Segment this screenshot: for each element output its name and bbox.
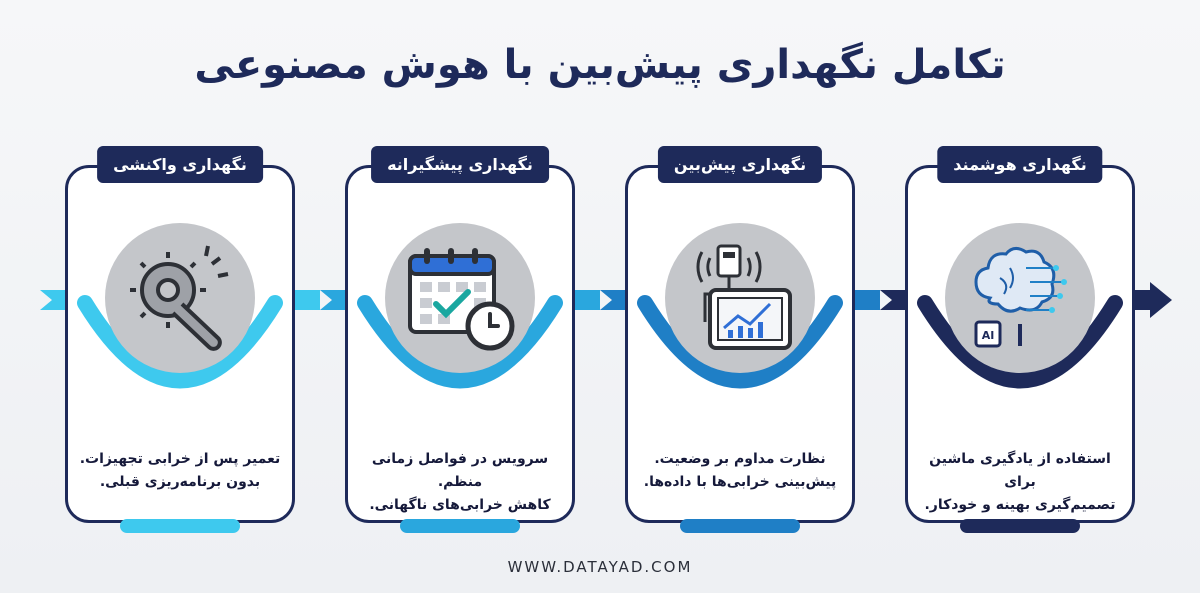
stage-bar <box>120 519 240 533</box>
description-line: سرویس در فواصل زمانی منظم. <box>371 451 549 490</box>
stage-bar <box>960 519 1080 533</box>
flow-arrow-head <box>1150 282 1172 318</box>
stage-title: نگهداری هوشمند <box>937 146 1103 183</box>
description-line: تعمیر پس از خرابی تجهیزات. <box>79 451 281 467</box>
ai-brain-icon: AI <box>974 247 1067 348</box>
stage-title: نگهداری پیشگیرانه <box>371 146 549 183</box>
icon-circle: AI <box>945 223 1095 373</box>
description-line: استفاده از یادگیری ماشین برای <box>929 451 1111 490</box>
footer-url[interactable]: WWW.DATAYAD.COM <box>507 558 693 576</box>
stage-card-reactive: نگهداری واکنشی تعمیر پس از خرابی تجهیزات… <box>65 146 295 533</box>
description-line: بدون برنامه‌ریزی قبلی. <box>99 474 261 490</box>
swoosh <box>77 295 283 389</box>
swoosh <box>917 295 1123 389</box>
stage-card-preventive: نگهداری پیشگیرانه سرویس در فواصل زمانی م… <box>345 146 575 533</box>
stage-description: سرویس در فواصل زمانی منظم. کاهش خرابی‌ها… <box>358 448 562 517</box>
stage-card-intelligent: نگهداری هوشمند AI استفاده از یادگیری ماش… <box>905 146 1135 533</box>
stage-title: نگهداری واکنشی <box>97 146 263 183</box>
stage-description: استفاده از یادگیری ماشین برای تصمیم‌گیری… <box>918 448 1122 517</box>
gear-wrench-icon <box>130 245 229 351</box>
swoosh <box>357 295 563 389</box>
icon-circle <box>385 223 535 373</box>
sensor-chart-icon <box>696 244 792 350</box>
stage-bar <box>680 519 800 533</box>
description-line: تصمیم‌گیری بهینه و خودکار. <box>924 497 1116 513</box>
stage-description: نظارت مداوم بر وضعیت. پیش‌بینی خرابی‌ها … <box>638 448 842 494</box>
icon-circle <box>105 223 255 373</box>
stage-bar <box>400 519 520 533</box>
description-line: نظارت مداوم بر وضعیت. <box>654 451 826 467</box>
swoosh <box>637 295 843 389</box>
page-title: تکامل نگهداری پیش‌بین با هوش مصنوعی <box>194 42 1006 88</box>
icon-circle <box>665 223 815 373</box>
stage-description: تعمیر پس از خرابی تجهیزات. بدون برنامه‌ر… <box>78 448 282 494</box>
stage-title: نگهداری پیش‌بین <box>657 146 823 183</box>
ai-chip-label: AI <box>982 329 995 342</box>
description-line: پیش‌بینی خرابی‌ها با داده‌ها. <box>643 474 837 490</box>
calendar-clock-icon <box>408 248 515 351</box>
stage-card-predictive: نگهداری پیش‌بین نظارت مداوم بر وضعیت. پی… <box>625 146 855 533</box>
description-line: کاهش خرابی‌های ناگهانی. <box>369 497 551 513</box>
